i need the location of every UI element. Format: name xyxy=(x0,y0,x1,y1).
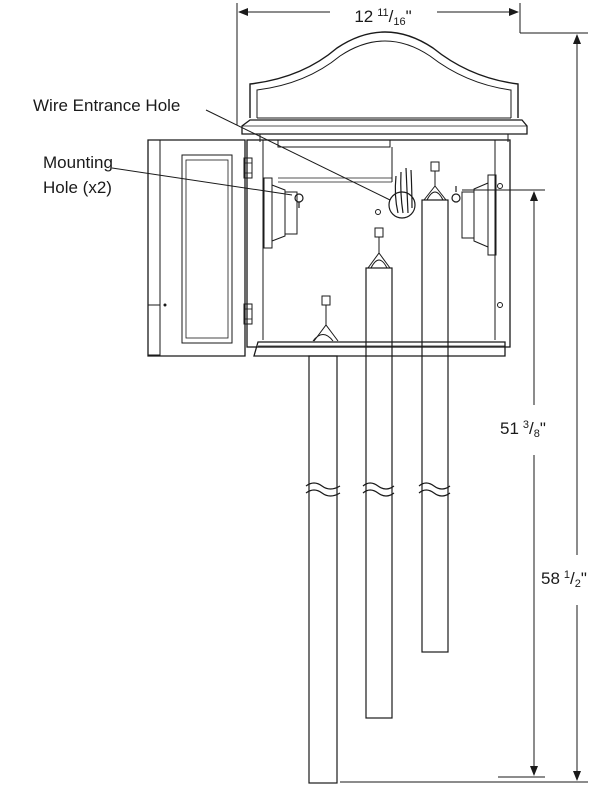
mounting-hole-label-line2: Hole (x2) xyxy=(43,178,112,197)
wire-entrance xyxy=(375,167,416,219)
mounting-hole-callout: Mounting Hole (x2) xyxy=(43,153,293,197)
cabinet-door xyxy=(147,139,253,357)
right-speaker xyxy=(461,174,497,256)
wire-entrance-hole-label: Wire Entrance Hole xyxy=(33,96,180,115)
mounting-hole-label-line1: Mounting xyxy=(43,153,113,172)
mounting-hole-left xyxy=(294,193,304,208)
left-speaker xyxy=(263,177,298,249)
wire-entrance-callout: Wire Entrance Hole xyxy=(33,96,391,201)
tube-short xyxy=(418,161,451,653)
mounting-hole-right xyxy=(451,186,461,203)
arched-crown xyxy=(241,31,528,142)
tube-long xyxy=(305,295,341,784)
cabinet xyxy=(246,139,511,357)
tube-medium xyxy=(362,227,395,719)
